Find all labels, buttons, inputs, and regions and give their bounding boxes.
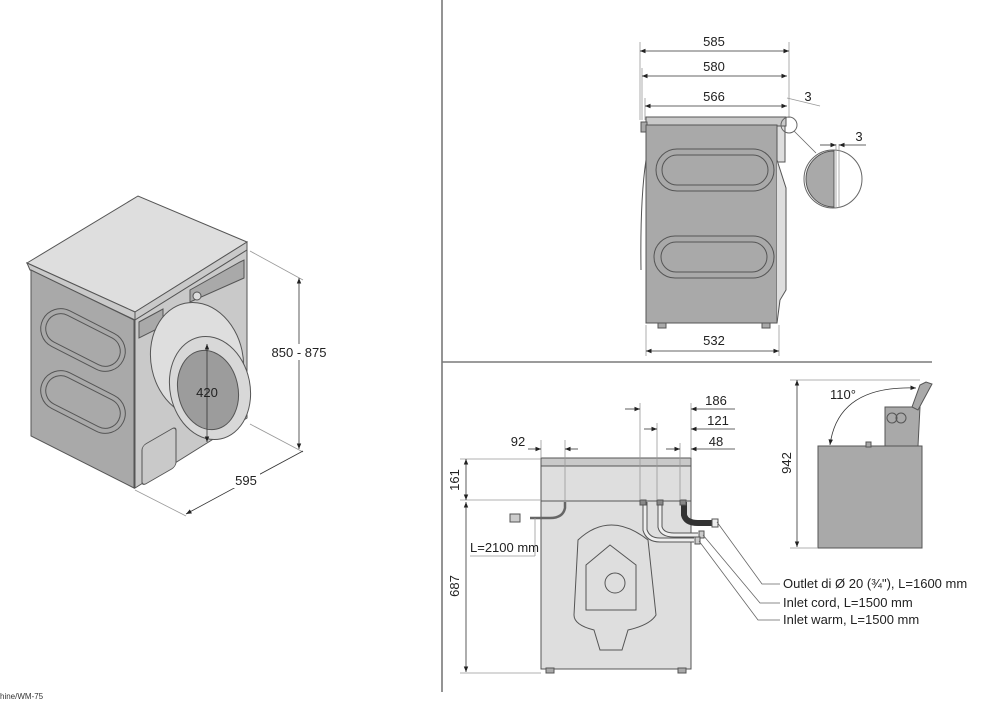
dim-92: 92 [511,434,525,449]
dim-3-top: 3 [804,89,811,104]
angle-label: 110° [830,387,856,402]
side-oval-top [40,308,126,372]
dim-161: 161 [447,469,462,491]
callout-inlet-cord: Inlet cord, L=1500 mm [783,595,913,610]
dim-687: 687 [447,575,462,597]
back-body [540,500,692,670]
width-label: 595 [235,473,257,488]
dim-532: 532 [703,333,725,348]
footer-caption: hine/WM-75 [0,692,44,701]
back-top [540,457,692,467]
side-oval-top [655,148,775,192]
outlet-hose [681,502,712,526]
dim-3-detail: 3 [855,129,862,144]
isometric-machine: 420 850 - 875 595 [25,195,330,517]
dim-48: 48 [709,434,723,449]
dim-585: 585 [703,34,725,49]
inlet-cord-hose [658,502,698,537]
dim-121: 121 [707,413,729,428]
angle-arc [828,385,917,446]
power-cord [530,502,567,520]
side-oval-bottom [40,370,126,434]
service-hatch [141,427,177,485]
power-plug-icon [509,513,521,523]
lid-open [911,381,933,411]
door-diameter-label: 420 [196,385,218,400]
side-view: 585 580 566 3 532 3 [639,34,866,356]
lid-view: 942 110° [779,379,933,549]
callout-inlet-warm: Inlet warm, L=1500 mm [783,612,919,627]
control-panel [189,259,245,303]
dim-186: 186 [705,393,727,408]
side-oval-bottom [653,235,775,279]
program-knob [192,291,202,301]
back-view: L=2100 mm 186 121 48 92 161 687 Outlet d… [447,393,967,674]
lid-body [817,445,923,549]
dim-566: 566 [703,89,725,104]
back-panel [573,524,657,651]
height-label: 850 - 875 [272,345,327,360]
dim-580: 580 [703,59,725,74]
foot [761,322,771,329]
inlet-warm-hose [643,502,694,542]
power-cord-length: L=2100 mm [470,540,539,555]
foot [657,322,667,329]
callout-outlet: Outlet di Ø 20 (¾"), L=1600 mm [783,576,967,591]
dim-942: 942 [779,452,794,474]
